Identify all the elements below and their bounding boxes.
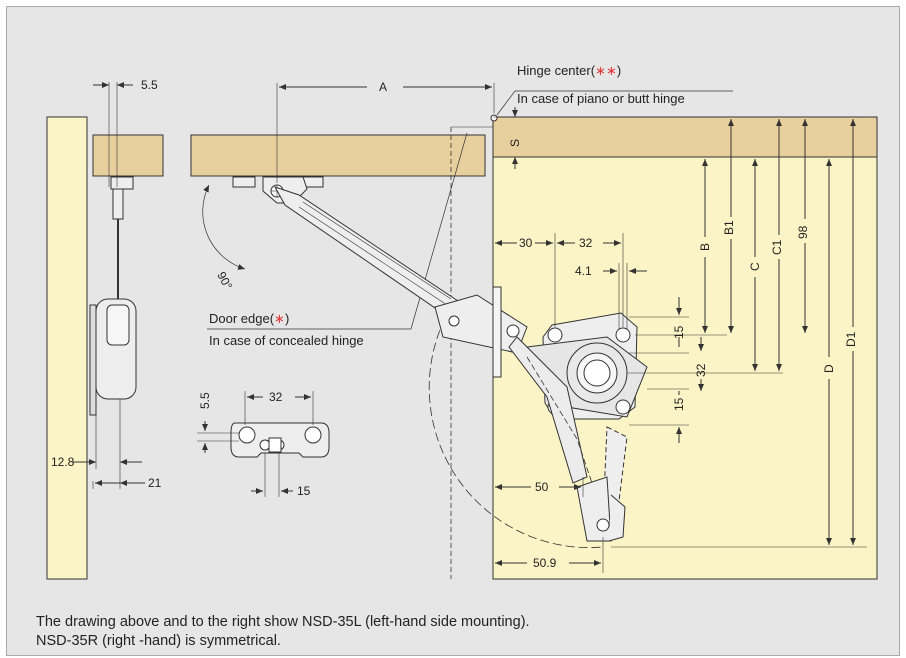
cabinet-top-board xyxy=(492,116,878,158)
swing-arc xyxy=(428,306,604,548)
mechanism-plate xyxy=(506,312,648,542)
angle-label: 90° xyxy=(214,269,235,292)
dim-32-plate: 32 xyxy=(269,390,283,404)
main-view: Hinge center(∗∗) In case of piano or but… xyxy=(190,63,878,580)
dim-4.1: 4.1 xyxy=(575,264,592,278)
dim-50: 50 xyxy=(535,480,549,494)
side-top-board xyxy=(92,134,164,177)
side-view: 5.5 12.8 21 xyxy=(46,78,164,580)
dim-32-side: 32 xyxy=(694,363,708,377)
drawing-frame: 5.5 12.8 21 Hinge center(∗∗) In case of … xyxy=(6,6,900,656)
dim-B: B xyxy=(698,243,712,251)
door-edge-note: In case of concealed hinge xyxy=(209,333,364,348)
dim-S: S xyxy=(508,139,522,147)
door-board xyxy=(190,134,486,177)
dim-15-plate: 15 xyxy=(297,484,311,498)
hinge-center-label: Hinge center(∗∗) xyxy=(517,63,621,78)
dim-98: 98 xyxy=(796,225,810,239)
caption-line-1: The drawing above and to the right show … xyxy=(36,614,530,630)
dim-32-top: 32 xyxy=(579,236,593,250)
dim-15-a: 15 xyxy=(672,325,686,339)
side-panel xyxy=(46,116,88,580)
dim-C1: C1 xyxy=(770,239,784,255)
technical-drawing: 5.5 12.8 21 Hinge center(∗∗) In case of … xyxy=(46,63,878,580)
dim-12.8: 12.8 xyxy=(51,455,75,469)
door-edge-label: Door edge(∗) xyxy=(209,311,289,326)
hinge-center-note: In case of piano or butt hinge xyxy=(517,91,685,106)
dim-A: A xyxy=(379,80,387,94)
dim-30: 30 xyxy=(519,236,533,250)
dim-21: 21 xyxy=(148,476,162,490)
dim-15-b: 15 xyxy=(672,397,686,411)
dim-5.5-top: 5.5 xyxy=(141,78,158,92)
dim-D: D xyxy=(822,364,836,373)
caption-line-2: NSD-35R (right -hand) is symmetrical. xyxy=(36,633,281,649)
dim-D1: D1 xyxy=(844,331,858,347)
dim-C: C xyxy=(748,262,762,271)
dim-5.5-plate: 5.5 xyxy=(198,392,212,409)
mounting-plate-detail: 32 5.5 15 xyxy=(197,390,330,498)
dim-B1: B1 xyxy=(722,220,736,235)
dim-50.9: 50.9 xyxy=(533,556,557,570)
hinge-center-point xyxy=(490,114,498,122)
